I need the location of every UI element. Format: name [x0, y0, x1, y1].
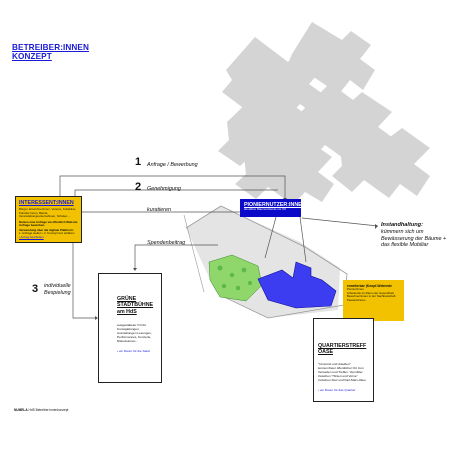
interessent-text-2: Nutzen eine Anfrage via öffentlich Websi…: [19, 219, 78, 227]
footer-brand: NUMELA: [14, 408, 28, 412]
interessent-text: Bürger, Einwohnerinnen, Vereine, Kollekt…: [19, 207, 77, 218]
blue-area: [257, 261, 337, 309]
spenden-label: Spendenbeitrag: [147, 240, 186, 246]
stadtbuehne-heading: GRÜNE STADTBÜHNE am HdS: [117, 296, 154, 315]
stadtbuehne-text: ausgestalteter Ort für Kunstgattungen, A…: [117, 323, 152, 344]
interessent-text-4: 1. Anfrage stellen • 2. Konzept kuz erkl…: [19, 231, 75, 235]
erweiterbar-line-2: Arbeitende im Raum der Gesundheit: [347, 290, 394, 295]
stadtbuehne-link[interactable]: • ein Raum für die Stadt: [117, 349, 150, 354]
oase-link[interactable]: • ein Raum für das Quartier: [318, 387, 356, 392]
pioniernutzer-text: als aktive Raumnutzende vor Ort: [244, 207, 287, 211]
title-line-2: KONZEPT: [12, 52, 52, 61]
erweiterbar-line-4: Passant/innen: [347, 297, 366, 302]
oase-card: QUARTIERSTREFF OASE "Umsonst und draußen…: [313, 318, 374, 402]
instandhaltung-heading: Instandhaltung:: [381, 222, 423, 228]
step-3-label: individuelle Bespielung: [44, 283, 71, 296]
page-title: BETREIBER:INNEN KONZEPT: [12, 43, 89, 61]
instandhaltung-note: Instandhaltung: kümmern sich um Bewässer…: [381, 222, 447, 249]
step-3-number: 3: [32, 283, 39, 295]
pioniernutzer-heading: PIONIERNUTZER:INNEN: [244, 202, 306, 208]
instandhaltung-text: kümmern sich um Bewässerung der Bäume + …: [381, 229, 447, 249]
green-area: [208, 254, 263, 302]
arrow-instandhaltung: [301, 217, 379, 227]
arrow-bespielung: [72, 243, 95, 319]
arrow-spenden: [134, 244, 218, 268]
building-blocks: [186, 22, 430, 318]
step-3-label-line-2: Bespielung: [44, 289, 71, 296]
erweiterbar-line-3: Bewohner/innen in der Nachbarschaft: [347, 294, 396, 299]
kuratieren-label: kuratieren: [147, 207, 171, 213]
erweiterbar-heading: erweiterbar (Knopf-Webende: [347, 284, 393, 288]
arrow-pionier-site2: [299, 216, 307, 263]
step-1-number: 1: [135, 156, 142, 168]
step-2-number: 2: [135, 181, 142, 193]
step-1-label: Anfrage / Bewerbung: [147, 162, 198, 168]
arrow-anfrage: [59, 175, 286, 198]
tree-dots: [217, 265, 253, 291]
stadtbuehne-card: GRÜNE STADTBÜHNE am HdS ausgestalteter O…: [98, 273, 162, 383]
oase-heading: QUARTIERSTREFF OASE: [318, 343, 367, 356]
erweiterbar-line-1: Pionier/innen: [347, 287, 364, 292]
road-line: [183, 214, 205, 293]
pioniernutzer-box: PIONIERNUTZER:INNEN als aktive Raumnutze…: [240, 199, 306, 217]
interessent-heading: INTERESSENT:INNEN: [19, 200, 74, 206]
oase-text: "Umsonst und draußen" konsumfreier öffen…: [318, 361, 366, 382]
interessent-link[interactable]: • Antrag bearbeiten: [19, 234, 44, 239]
step-3-label-line-1: individuelle: [44, 283, 71, 289]
arrow-genehmigung: [74, 189, 278, 196]
title-line-1: BETREIBER:INNEN: [12, 43, 90, 52]
erweiterbar-box: erweiterbar (Knopf-Webende Pionier/innen…: [343, 280, 404, 321]
footer-text: HdS Betreiber:innenkonzept: [28, 408, 69, 412]
site-outline: [185, 205, 348, 319]
footer: NUMELA HdS Betreiber:innenkonzept: [14, 408, 68, 412]
interessent-box: INTERESSENT:INNEN Bürger, Einwohnerinnen…: [15, 196, 82, 243]
arrow-pionier-site: [264, 216, 277, 259]
step-2-label: Genehmigung: [147, 186, 181, 192]
interessent-text-3: Verwendung über die digitale Plattform:: [19, 227, 74, 232]
